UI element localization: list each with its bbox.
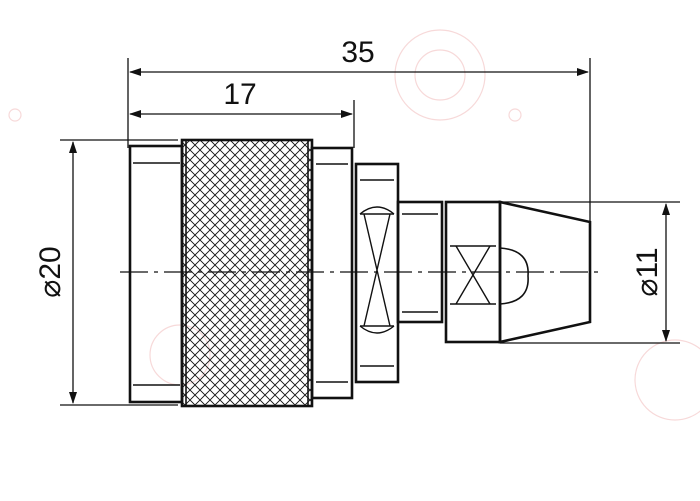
connector-body	[128, 138, 592, 408]
collar-ring	[310, 146, 354, 400]
dimension-outer-diameter: ⌀20	[34, 139, 178, 406]
dimension-tip-diameter: ⌀11	[500, 201, 680, 344]
end-cap	[128, 144, 184, 404]
tapered-tip	[498, 200, 592, 344]
dimension-label-17: 17	[223, 78, 256, 111]
dimension-label-35: 35	[341, 36, 374, 69]
dimension-label-diameter-11: ⌀11	[631, 247, 664, 296]
dimension-overall-length: 35	[127, 36, 591, 222]
dimension-knurl-length: 17	[129, 78, 355, 148]
knurled-grip	[180, 138, 314, 408]
dimension-label-diameter-20: ⌀20	[34, 246, 67, 297]
flange	[396, 200, 444, 324]
watermark-shapes	[8, 29, 700, 421]
